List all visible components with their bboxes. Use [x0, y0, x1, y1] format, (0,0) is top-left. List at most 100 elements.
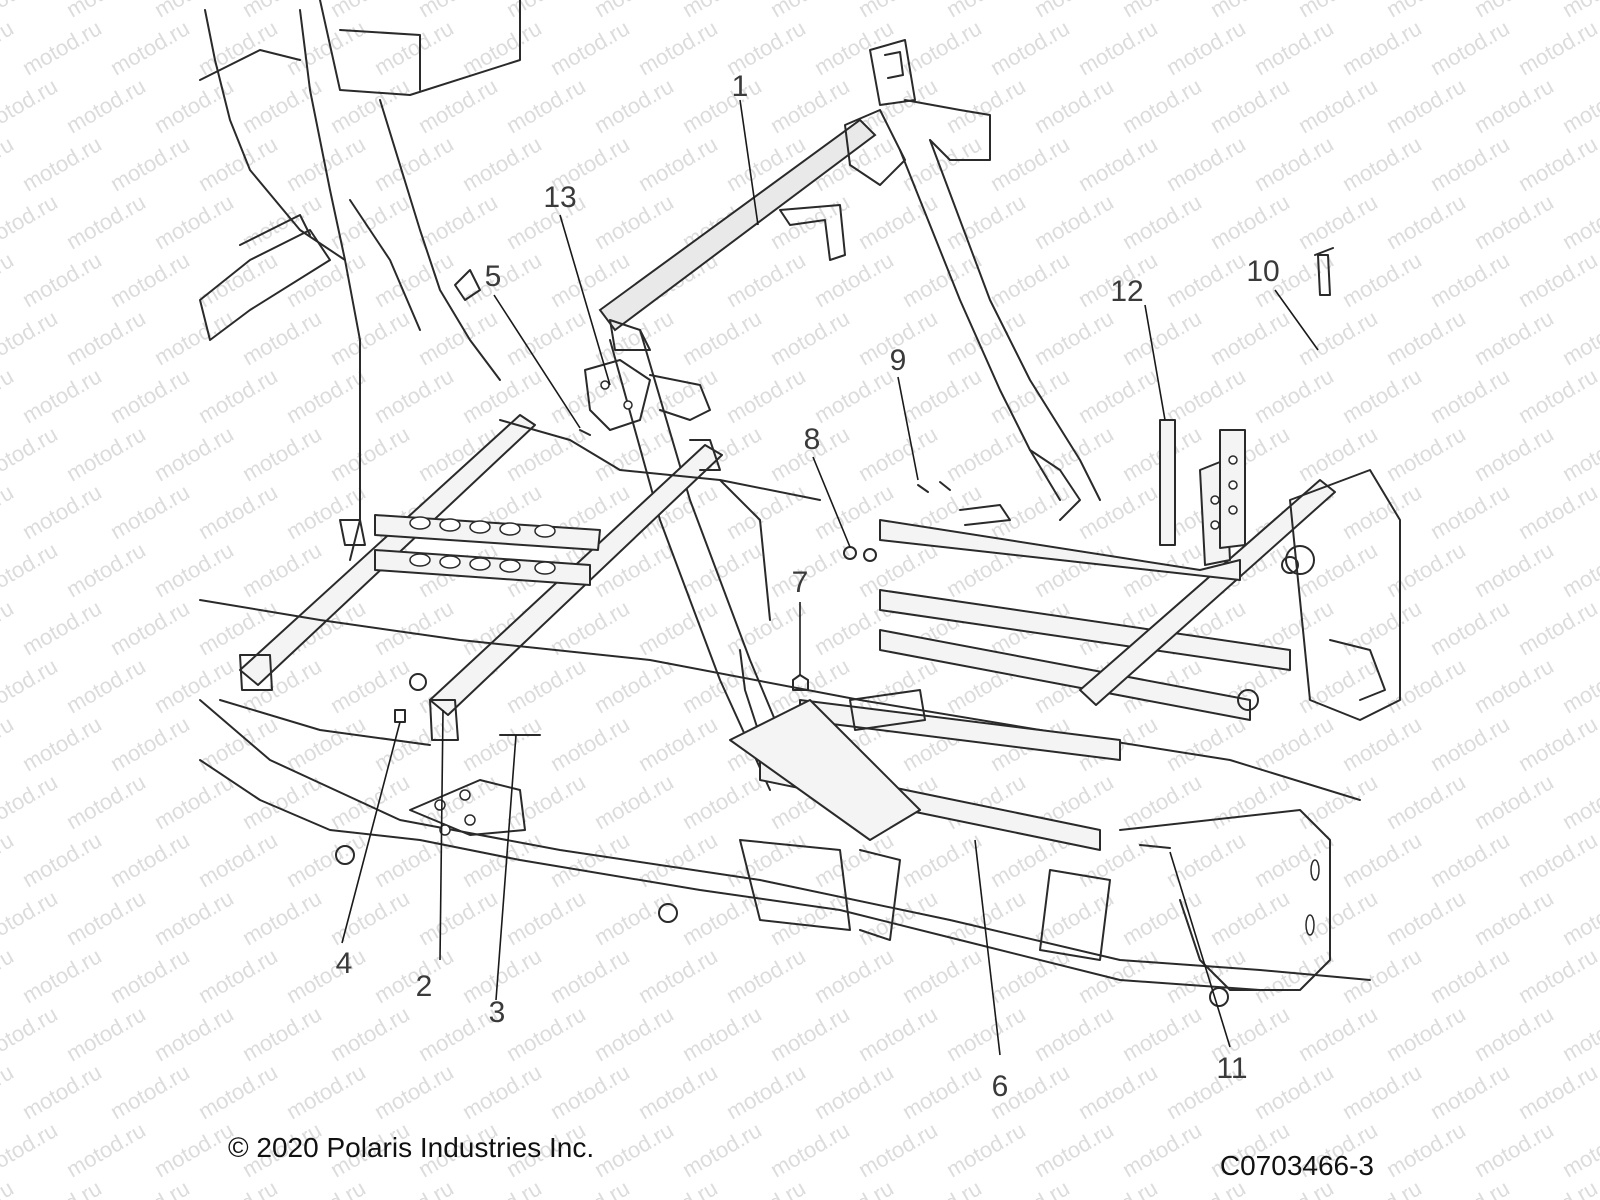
- watermark-text: motod.ru: [106, 479, 194, 544]
- watermark-text: motod.ru: [942, 1001, 1030, 1066]
- watermark-text: motod.ru: [1514, 1059, 1600, 1124]
- watermark-text: motod.ru: [18, 943, 106, 1008]
- watermark-text: motod.ru: [1074, 131, 1162, 196]
- watermark-text: motod.ru: [18, 247, 106, 312]
- watermark-text: motod.ru: [1470, 73, 1558, 138]
- watermark-text: motod.ru: [1074, 1175, 1162, 1200]
- watermark-text: motod.ru: [1426, 711, 1514, 776]
- watermark-text: motod.ru: [678, 769, 766, 834]
- watermark-text: motod.ru: [1162, 827, 1250, 892]
- watermark-text: motod.ru: [106, 1175, 194, 1200]
- watermark-text: motod.ru: [282, 1175, 370, 1200]
- leader-lines: [341, 99, 1319, 1056]
- watermark-text: motod.ru: [1294, 0, 1382, 22]
- watermark-text: motod.ru: [194, 711, 282, 776]
- watermark-text: motod.ru: [1558, 653, 1600, 718]
- watermark-text: motod.ru: [326, 305, 414, 370]
- watermark-text: motod.ru: [1426, 247, 1514, 312]
- watermark-text: motod.ru: [634, 827, 722, 892]
- watermark-text: motod.ru: [62, 189, 150, 254]
- watermark-text: motod.ru: [1030, 1001, 1118, 1066]
- watermark-text: motod.ru: [1162, 363, 1250, 428]
- watermark-text: motod.ru: [1294, 421, 1382, 486]
- watermark-text: motod.ru: [1382, 1001, 1470, 1066]
- watermark-text: motod.ru: [986, 479, 1074, 544]
- watermark-text: motod.ru: [1162, 15, 1250, 80]
- watermark-text: motod.ru: [0, 827, 18, 892]
- watermark-text: motod.ru: [898, 15, 986, 80]
- watermark-text: motod.ru: [326, 1001, 414, 1066]
- watermark-text: motod.ru: [106, 131, 194, 196]
- watermark-text: motod.ru: [590, 189, 678, 254]
- watermark-text: motod.ru: [766, 73, 854, 138]
- watermark-text: motod.ru: [1250, 1059, 1338, 1124]
- watermark-text: motod.ru: [106, 363, 194, 428]
- watermark-text: motod.ru: [150, 769, 238, 834]
- watermark-text: motod.ru: [18, 15, 106, 80]
- watermark-text: motod.ru: [370, 131, 458, 196]
- watermark-text: motod.ru: [942, 73, 1030, 138]
- watermark-text: motod.ru: [414, 305, 502, 370]
- watermark-text: motod.ru: [62, 885, 150, 950]
- watermark-text: motod.ru: [326, 189, 414, 254]
- watermark-text: motod.ru: [150, 0, 238, 22]
- watermark-text: motod.ru: [370, 827, 458, 892]
- watermark-text: motod.ru: [678, 1001, 766, 1066]
- watermark-text: motod.ru: [502, 1001, 590, 1066]
- watermark-text: motod.ru: [1250, 711, 1338, 776]
- watermark-text: motod.ru: [0, 1117, 62, 1182]
- frame-illustration: [199, 0, 1401, 1007]
- watermark-text: motod.ru: [1426, 595, 1514, 660]
- callout-11: 11: [1216, 1052, 1247, 1085]
- watermark-text: motod.ru: [238, 537, 326, 602]
- watermark-text: motod.ru: [1338, 363, 1426, 428]
- watermark-text: motod.ru: [546, 15, 634, 80]
- watermark-text: motod.ru: [722, 1175, 810, 1200]
- watermark-text: motod.ru: [766, 305, 854, 370]
- watermark-text: motod.ru: [1558, 421, 1600, 486]
- watermark-text: motod.ru: [1514, 15, 1600, 80]
- watermark-text: motod.ru: [150, 305, 238, 370]
- watermark-text: motod.ru: [1426, 131, 1514, 196]
- watermark-text: motod.ru: [282, 1059, 370, 1124]
- watermark-text: motod.ru: [1294, 1001, 1382, 1066]
- watermark-text: motod.ru: [1382, 653, 1470, 718]
- watermark-text: motod.ru: [590, 1001, 678, 1066]
- watermark-text: motod.ru: [62, 73, 150, 138]
- watermark-text: motod.ru: [1426, 479, 1514, 544]
- watermark-text: motod.ru: [1030, 0, 1118, 22]
- watermark-text: motod.ru: [1382, 1117, 1470, 1182]
- watermark-text: motod.ru: [106, 15, 194, 80]
- watermark-text: motod.ru: [590, 769, 678, 834]
- watermark-text: motod.ru: [1030, 305, 1118, 370]
- watermark-text: motod.ru: [1382, 189, 1470, 254]
- watermark-text: motod.ru: [590, 421, 678, 486]
- watermark-text: motod.ru: [106, 595, 194, 660]
- watermark-text: motod.ru: [1426, 363, 1514, 428]
- watermark-text: motod.ru: [942, 0, 1030, 22]
- callout-2: 2: [416, 970, 433, 1003]
- watermark-text: motod.ru: [1558, 537, 1600, 602]
- watermark-text: motod.ru: [62, 1001, 150, 1066]
- watermark-text: motod.ru: [1118, 189, 1206, 254]
- watermark-text: motod.ru: [766, 885, 854, 950]
- watermark-text: motod.ru: [238, 0, 326, 22]
- watermark-text: motod.ru: [0, 769, 62, 834]
- callout-10: 10: [1246, 255, 1279, 288]
- watermark-text: motod.ru: [62, 537, 150, 602]
- watermark-text: motod.ru: [722, 827, 810, 892]
- watermark-text: motod.ru: [1118, 1117, 1206, 1182]
- watermark-text: motod.ru: [1470, 0, 1558, 22]
- watermark-text: motod.ru: [1338, 595, 1426, 660]
- callout-labels: 1 2 3 4 5 6 7 8 9 10 11 12 13: [336, 70, 1280, 1103]
- watermark-text: motod.ru: [898, 131, 986, 196]
- watermark-text: motod.ru: [18, 1059, 106, 1124]
- watermark-text: motod.ru: [854, 0, 942, 22]
- watermark-text: motod.ru: [1294, 769, 1382, 834]
- watermark-text: motod.ru: [1162, 131, 1250, 196]
- watermark-text: motod.ru: [194, 247, 282, 312]
- watermark-text: motod.ru: [1030, 189, 1118, 254]
- watermark-text: motod.ru: [766, 537, 854, 602]
- watermark-text: motod.ru: [1382, 769, 1470, 834]
- watermark-text: motod.ru: [810, 1059, 898, 1124]
